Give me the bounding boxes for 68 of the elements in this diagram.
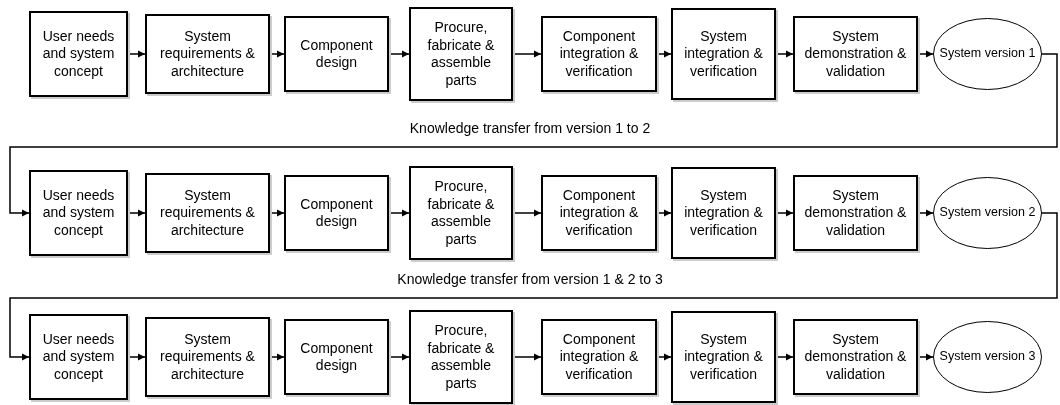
process-box — [284, 16, 389, 92]
process-box — [541, 319, 657, 395]
step-label: System version 1 — [938, 46, 1037, 62]
process-box — [671, 311, 776, 403]
process-box — [29, 11, 128, 97]
process-box — [29, 314, 128, 400]
process-box — [671, 167, 776, 259]
step-label: Procure, fabricate & assemble parts — [426, 322, 496, 392]
arrow — [388, 353, 410, 361]
arrow — [388, 209, 410, 217]
step-label: System integration & verification — [683, 27, 764, 81]
feedback-arrow — [9, 53, 1058, 217]
step-label: System demonstration & validation — [803, 186, 908, 240]
process-box — [541, 16, 657, 92]
arrow — [775, 50, 794, 58]
arrow — [512, 353, 542, 361]
step-label: Procure, fabricate & assemble parts — [426, 178, 496, 248]
arrow — [127, 209, 146, 217]
process-box — [793, 175, 918, 251]
process-box — [145, 173, 270, 253]
arrow — [917, 50, 934, 58]
process-box — [671, 8, 776, 100]
process-box — [409, 7, 513, 101]
process-box — [145, 317, 270, 397]
process-box — [284, 175, 389, 251]
step-label: System demonstration & validation — [803, 27, 908, 81]
arrow — [656, 209, 672, 217]
step-label: Component design — [299, 36, 374, 72]
feedback-arrow — [9, 212, 1058, 361]
arrow — [269, 353, 285, 361]
arrow — [388, 50, 410, 58]
step-label: System demonstration & validation — [803, 330, 908, 384]
step-label: System integration & verification — [683, 186, 764, 240]
arrow — [269, 50, 285, 58]
step-label: Component integration & verification — [558, 186, 640, 240]
arrow — [269, 209, 285, 217]
arrow — [512, 209, 542, 217]
step-label: System version 3 — [938, 349, 1037, 365]
process-box — [284, 319, 389, 395]
arrow — [127, 50, 146, 58]
arrow — [775, 353, 794, 361]
process-box — [793, 319, 918, 395]
step-label: System requirements & architecture — [159, 186, 256, 240]
process-box — [145, 14, 270, 94]
arrow — [917, 209, 934, 217]
step-label: Component integration & verification — [558, 27, 640, 81]
arrow — [775, 209, 794, 217]
arrow — [127, 353, 146, 361]
step-label: Component design — [299, 339, 374, 375]
process-box — [541, 175, 657, 251]
arrow — [917, 353, 934, 361]
step-label: Procure, fabricate & assemble parts — [426, 19, 496, 89]
step-label: System requirements & architecture — [159, 330, 256, 384]
process-box — [409, 310, 513, 404]
arrow — [656, 50, 672, 58]
arrow — [656, 353, 672, 361]
process-box — [793, 16, 918, 92]
step-label: System integration & verification — [683, 330, 764, 384]
step-label: Component integration & verification — [558, 330, 640, 384]
step-label: User needs and system concept — [41, 186, 116, 240]
step-label: User needs and system concept — [41, 27, 116, 81]
process-box — [29, 170, 128, 256]
step-label: User needs and system concept — [41, 330, 116, 384]
process-box — [409, 166, 513, 260]
arrow — [512, 50, 542, 58]
step-label: System version 2 — [938, 205, 1037, 221]
step-label: System requirements & architecture — [159, 27, 256, 81]
step-label: Component design — [299, 195, 374, 231]
